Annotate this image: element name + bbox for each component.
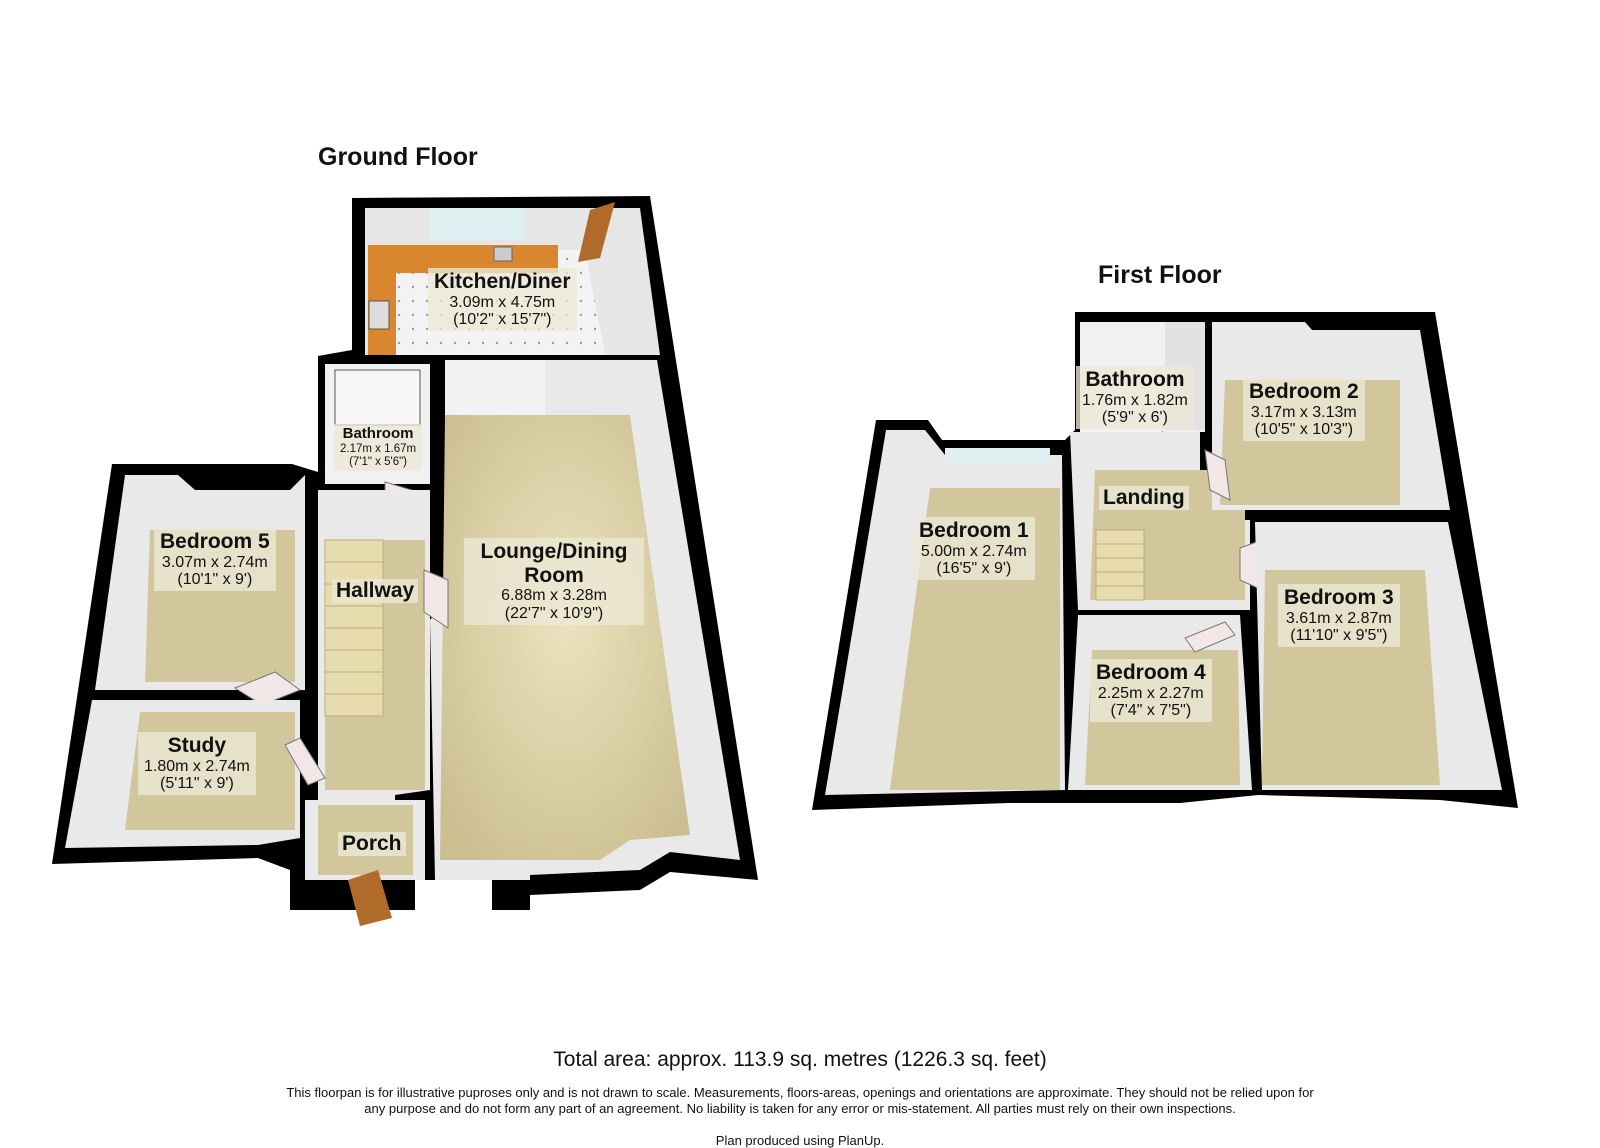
bedroom5-imperial: (10'1" x 9')	[177, 571, 253, 589]
study-door	[284, 737, 326, 786]
kitchen-label: Kitchen/Diner 3.09m x 4.75m (10'2" x 15'…	[428, 268, 577, 332]
bedroom2-metric: 3.17m x 3.13m	[1250, 403, 1357, 421]
front-door	[348, 870, 392, 926]
study-imperial: (5'11" x 9')	[160, 775, 234, 793]
ground-bathroom-name: Bathroom	[342, 425, 414, 442]
bedroom4-label: Bedroom 4 2.25m x 2.27m (7'4" x 7'5")	[1090, 659, 1212, 723]
kitchen-door	[578, 202, 615, 262]
bedroom2-imperial: (10'5" x 10'3")	[1254, 421, 1354, 439]
ground-bathroom-imperial: (7'1" x 5'6")	[349, 455, 408, 468]
kitchen-metric: 3.09m x 4.75m	[449, 293, 556, 311]
bedroom3-imperial: (11'10" x 9'5")	[1290, 627, 1388, 645]
lounge-name: Lounge/Dining Room	[480, 540, 628, 587]
bedroom3-label: Bedroom 3 3.61m x 2.87m (11'10" x 9'5")	[1278, 584, 1400, 648]
study-label: Study 1.80m x 2.74m (5'11" x 9')	[138, 732, 256, 796]
study-metric: 1.80m x 2.74m	[144, 757, 250, 775]
porch-name: Porch	[338, 832, 406, 856]
porch-room	[305, 800, 425, 926]
bedroom5-label: Bedroom 5 3.07m x 2.74m (10'1" x 9')	[154, 528, 276, 592]
kitchen-imperial: (10'2" x 15'7")	[453, 311, 552, 329]
porch-label: Porch	[332, 830, 412, 858]
bedroom2-door	[1204, 449, 1231, 501]
bedroom1-window	[945, 448, 1050, 462]
ground-floor-title: Ground Floor	[318, 143, 478, 171]
bedroom1-metric: 5.00m x 2.74m	[920, 542, 1027, 560]
first-bathroom-metric: 1.76m x 1.82m	[1082, 391, 1188, 409]
staircase-icon	[324, 539, 384, 717]
bedroom4-metric: 2.25m x 2.27m	[1097, 684, 1204, 702]
kitchen-name: Kitchen/Diner	[434, 270, 571, 293]
bedroom2-label: Bedroom 2 3.17m x 3.13m (10'5" x 10'3")	[1243, 378, 1365, 442]
bedroom3-metric: 3.61m x 2.87m	[1285, 609, 1392, 627]
bedroom1-name: Bedroom 1	[919, 519, 1029, 542]
bedroom1-imperial: (16'5" x 9')	[936, 560, 1012, 578]
landing-name: Landing	[1099, 486, 1189, 510]
bedroom5-name: Bedroom 5	[160, 530, 270, 553]
ground-bathroom-label: Bathroom 2.17m x 1.67m (7'1" x 5'6")	[334, 424, 423, 471]
disclaimer-text: This floorpan is for illustrative pupros…	[286, 1085, 1314, 1116]
bedroom4-door	[1184, 621, 1236, 653]
bedroom4-name: Bedroom 4	[1096, 661, 1206, 684]
lounge-label: Lounge/Dining Room 6.88m x 3.28m (22'7" …	[464, 538, 644, 625]
bedroom5-door	[233, 671, 302, 706]
lounge-imperial: (22'7" x 10'9")	[504, 604, 604, 622]
lounge-metric: 6.88m x 3.28m	[501, 587, 607, 605]
landing-label: Landing	[1093, 484, 1195, 512]
first-bathroom-imperial: (5'9" x 6')	[1101, 409, 1168, 427]
hallway-name: Hallway	[332, 579, 419, 603]
sink-icon	[493, 246, 513, 262]
hallway-label: Hallway	[326, 577, 424, 605]
hallway-room	[318, 490, 449, 800]
first-bathroom-name: Bathroom	[1085, 368, 1185, 391]
bedroom1-room	[825, 430, 1065, 795]
shower-icon	[334, 369, 421, 426]
total-area: Total area: approx. 113.9 sq. metres (12…	[553, 1048, 1047, 1071]
study-name: Study	[167, 734, 227, 757]
first-floor-title: First Floor	[1098, 261, 1222, 289]
hallway-door	[423, 569, 449, 629]
ground-bathroom-metric: 2.17m x 1.67m	[340, 442, 417, 455]
hob-icon	[368, 300, 390, 330]
first-bathroom-label: Bathroom 1.76m x 1.82m (5'9" x 6')	[1076, 366, 1194, 430]
bedroom3-name: Bedroom 3	[1284, 586, 1394, 609]
produced-by-text: Plan produced using PlanUp.	[715, 1133, 885, 1148]
landing-staircase-icon	[1095, 529, 1145, 601]
kitchen-window	[430, 208, 525, 240]
bedroom5-metric: 3.07m x 2.74m	[161, 553, 268, 571]
bedroom2-name: Bedroom 2	[1249, 380, 1359, 403]
bedroom4-imperial: (7'4" x 7'5")	[1110, 702, 1192, 720]
bedroom1-label: Bedroom 1 5.00m x 2.74m (16'5" x 9')	[913, 517, 1035, 581]
